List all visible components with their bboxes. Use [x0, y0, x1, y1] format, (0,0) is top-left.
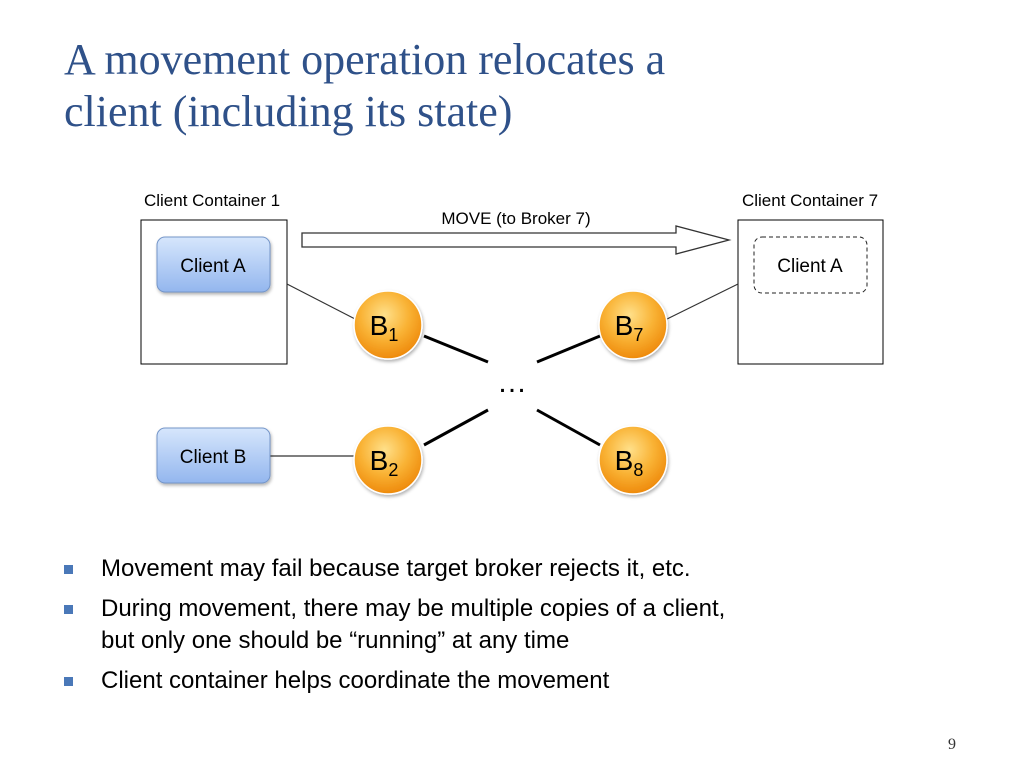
- broker-b1-sub: 1: [388, 325, 398, 345]
- broker-b2-letter: B: [370, 445, 389, 476]
- client-a-ghost-label: Client A: [777, 256, 843, 277]
- link-b7-network: [536, 334, 601, 364]
- bullet-item: During movement, there may be multiple c…: [64, 593, 964, 657]
- bullet-item: Movement may fail because target broker …: [64, 553, 964, 585]
- bullet-marker: [64, 565, 73, 574]
- move-label: MOVE (to Broker 7): [441, 209, 590, 228]
- bullet-2-line-2: but only one should be “running” at any …: [101, 627, 570, 654]
- svg-text:B2: B2: [370, 445, 399, 480]
- svg-text:B8: B8: [615, 445, 644, 480]
- title-line-1: A movement operation relocates a: [64, 35, 666, 84]
- client-b-label: Client B: [180, 447, 247, 468]
- client-a-ghost-box: [753, 236, 868, 294]
- link-container1-b1: [286, 283, 358, 321]
- bullet-1-line-1: Movement may fail because target broker …: [101, 555, 691, 582]
- broker-b1-letter: B: [370, 310, 389, 341]
- link-b2-network: [423, 408, 489, 447]
- broker-b1: B1: [353, 290, 423, 360]
- link-b1-network: [423, 334, 489, 364]
- bullet-list: Movement may fail because target broker …: [64, 553, 964, 705]
- container-1-label: Client Container 1: [144, 191, 280, 210]
- bullet-marker: [64, 677, 73, 686]
- slide-title: A movement operation relocates a client …: [64, 34, 964, 138]
- title-line-2: client (including its state): [64, 87, 513, 136]
- broker-b8-letter: B: [615, 445, 634, 476]
- client-a-label: Client A: [180, 256, 246, 277]
- broker-b7-letter: B: [615, 310, 634, 341]
- broker-b2: B2: [353, 425, 423, 495]
- container-7-label: Client Container 7: [742, 191, 878, 210]
- bullet-3-line-1: Client container helps coordinate the mo…: [101, 667, 610, 694]
- client-a-box: [156, 236, 271, 293]
- broker-b7: B7: [598, 290, 668, 360]
- move-arrow: [301, 225, 732, 255]
- broker-b8-sub: 8: [633, 460, 643, 480]
- page-number: 9: [948, 736, 956, 753]
- svg-text:B7: B7: [615, 310, 644, 345]
- bullet-item: Client container helps coordinate the mo…: [64, 665, 964, 697]
- svg-text:B1: B1: [370, 310, 399, 345]
- network-ellipsis: …: [497, 366, 527, 399]
- link-b8-network: [536, 408, 601, 447]
- broker-b2-sub: 2: [388, 460, 398, 480]
- broker-b8: B8: [598, 425, 668, 495]
- link-container7-b7: [664, 283, 739, 321]
- broker-b7-sub: 7: [633, 325, 643, 345]
- client-b-box: [156, 427, 271, 484]
- bullet-2-line-1: During movement, there may be multiple c…: [101, 595, 726, 622]
- bullet-marker: [64, 605, 73, 614]
